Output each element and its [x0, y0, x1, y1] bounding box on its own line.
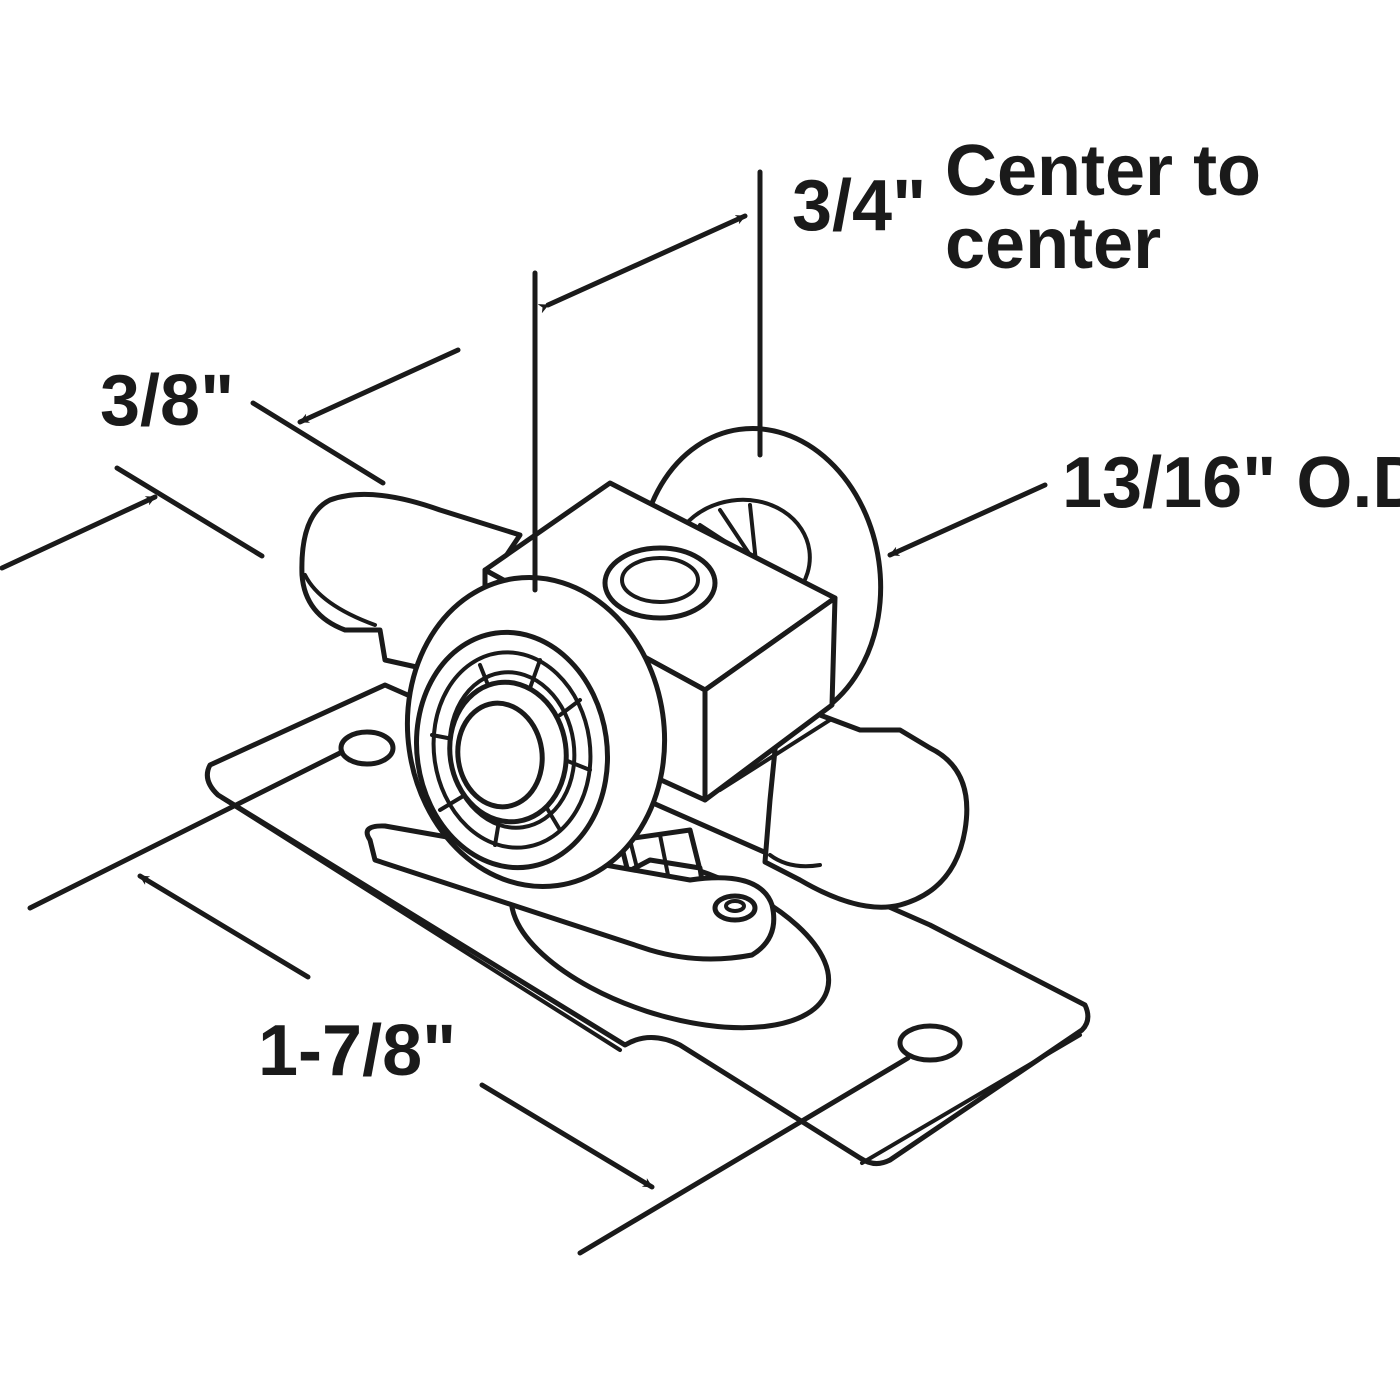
dimension-wheel-diameter — [887, 482, 1048, 558]
label-spacing: 3/4" — [792, 166, 926, 246]
label-length: 1-7/8" — [258, 1011, 456, 1091]
label-spacing-note-line2: center — [945, 204, 1161, 284]
dimension-length — [27, 749, 911, 1256]
dimension-spacing — [532, 169, 763, 593]
mounting-hole-right — [897, 1023, 963, 1063]
bracket-wing-right — [762, 697, 970, 910]
mounting-hole-left — [338, 729, 396, 767]
label-spacing-note-line1: Center to — [945, 131, 1261, 211]
label-width: 3/8" — [100, 361, 234, 441]
bracket-wing-left — [299, 491, 523, 673]
front-wheel — [404, 574, 668, 890]
dimension-width — [0, 347, 461, 571]
label-wheel-diameter: 13/16" O.D. — [1062, 443, 1400, 523]
